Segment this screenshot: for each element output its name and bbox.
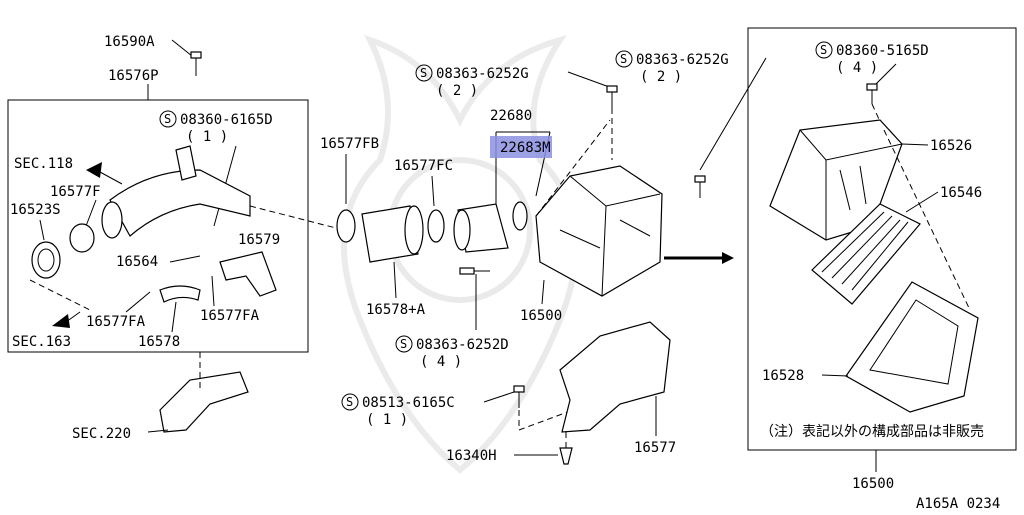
s-mark-icon xyxy=(395,335,413,353)
filter-element-16546 xyxy=(811,203,921,305)
figure-code: A165A 0234 xyxy=(916,496,1000,511)
label-08363-6252G-b: 08363-6252G xyxy=(636,52,729,68)
label-22683M[interactable]: 22683M xyxy=(500,140,551,156)
label-16577FA-right: 16577FA xyxy=(200,308,260,324)
bracket-sec220 xyxy=(159,371,249,433)
bolt-icon xyxy=(513,385,525,408)
clamp-16577F xyxy=(69,223,95,253)
label-16579: 16579 xyxy=(238,232,280,248)
label-16500-mid: 16500 xyxy=(520,308,562,324)
label-16578A: 16578+A xyxy=(366,302,426,318)
label-16526: 16526 xyxy=(930,138,972,154)
label-16546: 16546 xyxy=(940,185,982,201)
label-qty-1-b: ( 1 ) xyxy=(366,412,408,428)
s-mark-icon xyxy=(341,393,359,411)
s-mark-text: S xyxy=(820,43,827,57)
label-sec163: SEC.163 xyxy=(12,334,71,350)
lower-case-16528 xyxy=(845,281,979,413)
label-22680: 22680 xyxy=(490,108,532,124)
label-qty-4-b: ( 4 ) xyxy=(836,60,878,76)
label-16500-bottom: 16500 xyxy=(852,476,894,492)
intake-duct xyxy=(101,145,251,239)
label-08363-6252D: 08363-6252D xyxy=(416,337,509,353)
label-16577FB: 16577FB xyxy=(320,136,379,152)
label-qty-4-a: ( 4 ) xyxy=(420,354,462,370)
label-08360-5165D: 08360-5165D xyxy=(836,43,929,59)
s-mark-text: S xyxy=(620,52,627,66)
label-qty-1-a: ( 1 ) xyxy=(186,129,228,145)
bolt-icon xyxy=(459,267,490,275)
bellows-16578A xyxy=(361,205,424,263)
label-16577FA-left: 16577FA xyxy=(86,314,146,330)
right-group-box xyxy=(747,27,1017,451)
label-16576P: 16576P xyxy=(108,68,159,84)
s-mark-text: S xyxy=(346,395,353,409)
s-mark-icon xyxy=(815,41,833,59)
clip-icon xyxy=(559,447,573,465)
label-08513-6165C: 08513-6165C xyxy=(362,395,455,411)
s-mark-icon xyxy=(159,110,177,128)
note-jp: （注）表記以外の構成部品は非販売 xyxy=(760,423,984,440)
label-16578: 16578 xyxy=(138,334,180,350)
label-16523S: 16523S xyxy=(10,202,61,218)
airflow-meter-22680[interactable] xyxy=(453,203,509,253)
left-group-box xyxy=(7,99,309,353)
hose-16578 xyxy=(159,285,201,303)
bolt-icon xyxy=(190,51,202,76)
air-cleaner-housing xyxy=(535,165,663,297)
bolt-icon xyxy=(694,175,706,198)
bolt-icon xyxy=(866,83,878,104)
seal-22683M[interactable] xyxy=(512,201,528,231)
hose-16579 xyxy=(219,251,277,297)
s-mark-icon xyxy=(415,64,433,82)
label-08360-6165D: 08360-6165D xyxy=(180,112,273,128)
s-mark-icon xyxy=(615,50,633,68)
label-16590A: 16590A xyxy=(104,34,155,50)
label-16528: 16528 xyxy=(762,368,804,384)
clamp-16577FC xyxy=(427,209,445,243)
seal-16523S xyxy=(31,241,61,279)
s-mark-text: S xyxy=(420,66,427,80)
label-qty-2-b: ( 2 ) xyxy=(640,69,682,85)
label-sec220: SEC.220 xyxy=(72,426,131,442)
label-16340H: 16340H xyxy=(446,448,497,464)
bracket-16577 xyxy=(559,321,671,433)
label-08363-6252G-a: 08363-6252G xyxy=(436,66,529,82)
label-16577F: 16577F xyxy=(50,184,101,200)
arrow-icon xyxy=(86,162,102,178)
arrow-icon xyxy=(52,314,70,328)
bolt-icon xyxy=(606,85,618,108)
label-16564: 16564 xyxy=(116,254,158,270)
label-qty-2-a: ( 2 ) xyxy=(436,83,478,99)
label-sec118: SEC.118 xyxy=(14,156,73,172)
label-16577: 16577 xyxy=(634,440,676,456)
arrow-icon xyxy=(722,252,734,264)
s-mark-text: S xyxy=(164,112,171,126)
s-mark-text: S xyxy=(400,337,407,351)
label-16577FC: 16577FC xyxy=(394,158,453,174)
clamp-16577FB xyxy=(336,209,356,243)
highlight-22683M xyxy=(490,136,552,158)
